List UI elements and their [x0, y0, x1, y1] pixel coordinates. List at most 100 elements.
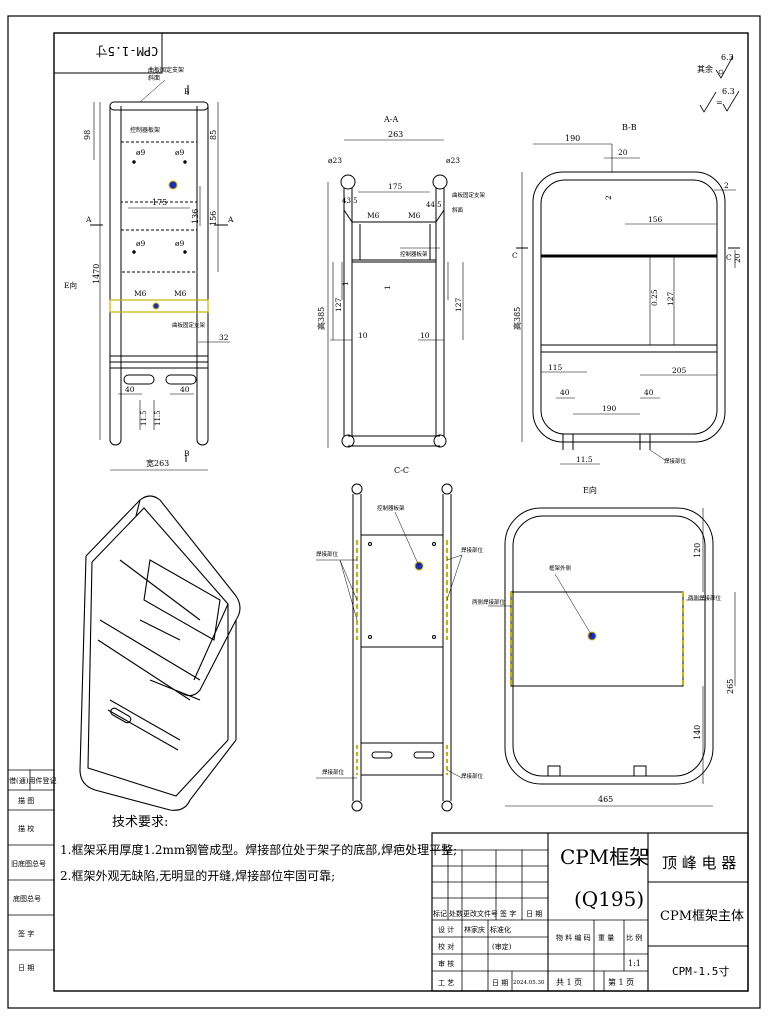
bb-dim-2-a: 2 — [604, 195, 613, 200]
cc-note-weld-a: 焊接部位 — [316, 550, 339, 558]
aa-note-bend: 曲板固定支架 — [452, 191, 486, 199]
dir-e: E向 — [64, 280, 77, 290]
tb-page: 第 1 页 — [608, 977, 634, 987]
bb-dim-2-b: 2 — [724, 181, 729, 190]
m6-b: M6 — [174, 289, 187, 298]
code-box-text: CPM-1.5寸 — [96, 44, 159, 58]
bb-dim-40-b: 40 — [644, 388, 654, 397]
bb-dim-190: 190 — [565, 134, 580, 143]
tb-craft: 工 艺 — [438, 979, 454, 987]
cc-note-weld-d: 焊接部位 — [461, 772, 484, 780]
aa-m6-b: M6 — [408, 211, 421, 220]
left-strip — [8, 769, 54, 951]
dim-width-263: 宽263 — [146, 458, 169, 468]
aa-m6-a: M6 — [367, 211, 380, 220]
aa-title: A-A — [383, 115, 398, 124]
tb-hdr-2: 更改文件号 — [463, 909, 498, 918]
e-note-weld-left: 两侧焊接部位 — [472, 598, 506, 606]
left-strip-0: 借(通)用件登记 — [9, 776, 56, 785]
bb-dim-20: 20 — [618, 148, 628, 157]
e-dim-120: 120 — [693, 543, 702, 558]
dim-175-front: 175 — [152, 198, 167, 207]
tb-check-val: (审定) — [492, 942, 512, 951]
tb-hdr-4: 日 期 — [526, 910, 542, 918]
roughness-value-2: 6.3 — [722, 87, 735, 96]
title-block — [431, 832, 749, 992]
e-view — [488, 507, 736, 807]
e-dim-465: 465 — [598, 795, 613, 804]
tb-material: 物 料 编 码 — [556, 933, 591, 942]
e-dim-140: 140 — [693, 725, 702, 740]
bb-view — [516, 143, 740, 465]
aa-dim-1-a: 1 — [341, 281, 350, 286]
e-note-out: 框架外侧 — [549, 564, 572, 572]
front-note-fix: 曲板固定支架 — [172, 321, 206, 329]
dim-115-b: 11.5 — [154, 410, 162, 426]
aa-phi23-b: ø23 — [446, 156, 460, 165]
tb-scale: 1:1 — [628, 959, 641, 968]
left-strip-6: 日 期 — [18, 964, 34, 972]
aa-note-bend2: 斜面 — [452, 206, 464, 214]
tb-hdr-1: 处数 — [449, 909, 463, 918]
e-dim-265: 265 — [726, 679, 735, 694]
dim-85: 85 — [209, 130, 218, 140]
bb-dim-115b: 11.5 — [576, 455, 593, 464]
roughness-value-1: 6.3 — [721, 53, 734, 62]
tb-design: 设 计 — [438, 925, 454, 934]
tech-requirements: 技术要求: 1.框架采用厚度1.2mm钢管成型。焊接部位处于架子的底部,焊疤处理… — [60, 815, 457, 883]
sec-a-right: A — [227, 215, 234, 224]
cc-view — [316, 483, 463, 812]
cc-title: C-C — [394, 466, 409, 475]
e-note-weld-right: 两侧焊接部位 — [688, 594, 722, 602]
left-strip-4: 底图总号 — [13, 894, 41, 903]
aa-phi23-a: ø23 — [328, 156, 342, 165]
bb-dim-20b: 20 — [733, 253, 742, 263]
dim-115-a: 11.5 — [140, 410, 148, 426]
tb-hdr-3: 签 字 — [500, 909, 516, 918]
tb-weight: 重 量 — [598, 934, 614, 942]
bb-dim-127: 127 — [666, 291, 675, 306]
dim-156: 156 — [209, 211, 218, 226]
bb-dim-025: 0.25 — [650, 289, 659, 306]
tb-date: 2024.05.30 — [513, 980, 545, 986]
sec-b-top: B — [184, 87, 190, 96]
m6-a: M6 — [134, 289, 147, 298]
tb-code: CPM-1.5寸 — [672, 964, 729, 978]
cc-note-weld-b: 焊接部位 — [461, 546, 484, 554]
tb-designer: 林家庆 — [464, 925, 485, 934]
dim-136: 136 — [191, 209, 200, 224]
bb-title: B-B — [622, 123, 637, 132]
dim-40-b: 40 — [180, 385, 190, 394]
phi9-b: ø9 — [175, 148, 185, 157]
e-view-labels: E向 框架外侧 两侧焊接部位 两侧焊接部位 120 265 140 465 — [472, 485, 735, 804]
phi9-c: ø9 — [136, 239, 146, 248]
roughness-label: 其余 — [697, 64, 713, 74]
tb-date-label: 日 期 — [492, 979, 508, 987]
aa-dim-10-a: 10 — [358, 331, 368, 340]
cc-note-weld-c: 焊接部位 — [322, 768, 345, 776]
tb-name-2: (Q195) — [574, 887, 644, 911]
code-box: CPM-1.5寸 — [53, 32, 163, 74]
tb-review: 审 核 — [438, 959, 454, 968]
tb-std: 标准化 — [490, 925, 511, 934]
dim-32: 32 — [219, 333, 229, 342]
tech-line-2: 2.框架外观无缺陷,无明显的开缝,焊接部位牢固可靠; — [60, 868, 335, 883]
front-view — [90, 79, 230, 471]
aa-note-ctrl: 控制器板架 — [400, 250, 428, 258]
aa-dim-175: 175 — [388, 182, 403, 191]
tb-hdr-0: 标记 — [433, 909, 447, 918]
left-strip-2: 描 校 — [18, 824, 34, 833]
dim-40-a: 40 — [125, 385, 135, 394]
bb-note-weld: 焊接部位 — [664, 457, 687, 465]
tb-name-1: CPM框架 — [560, 845, 649, 869]
svg-text:=: = — [716, 98, 723, 107]
title-block-text: CPM框架 (Q195) 顶 峰 电 器 CPM框架主体 CPM-1.5寸 标记… — [433, 845, 744, 987]
tb-company: 顶 峰 电 器 — [662, 854, 736, 872]
tech-heading: 技术要求: — [112, 815, 168, 830]
aa-dim-445: 44.5 — [426, 201, 442, 209]
bb-sec-c-left: C — [512, 251, 518, 260]
phi9-d: ø9 — [175, 239, 185, 248]
front-note-bend: 曲板固定支架 — [148, 66, 184, 74]
aa-dim-435: 43.5 — [342, 197, 358, 205]
bb-sec-c-right: C — [726, 253, 732, 262]
